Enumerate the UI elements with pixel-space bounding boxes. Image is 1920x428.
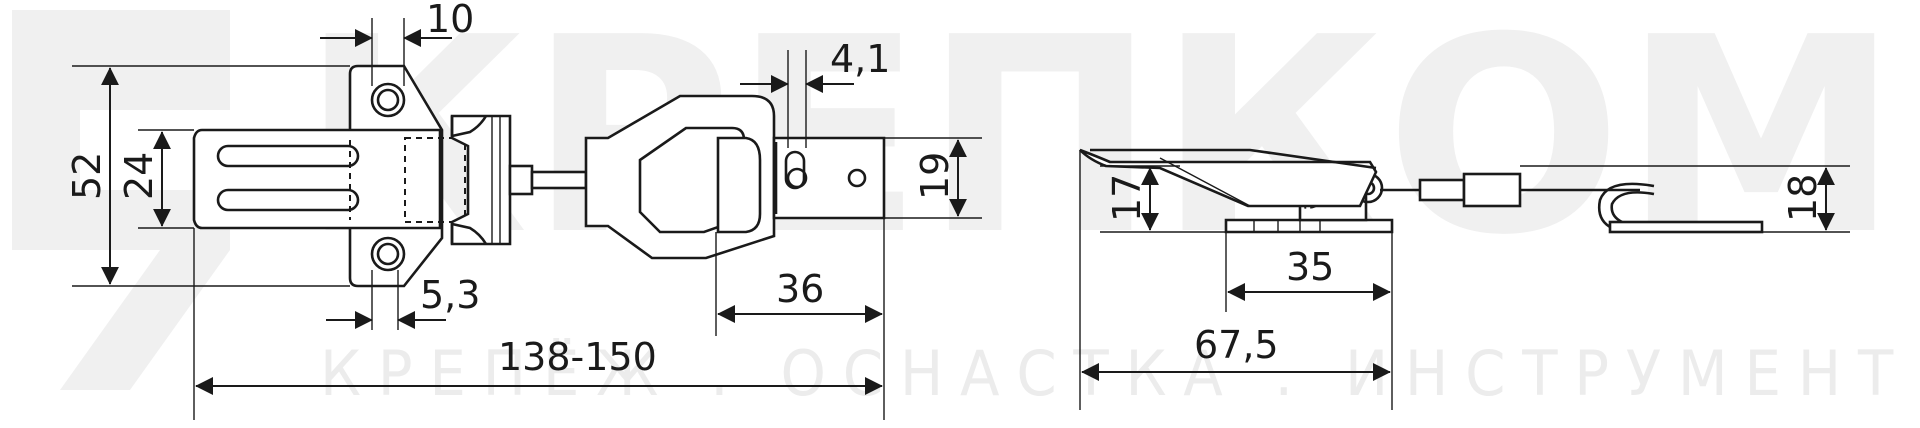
hinge-knuckle-bottom: [450, 222, 488, 245]
lever-slot-top: [216, 144, 360, 168]
dim-side-height: 17: [1105, 174, 1149, 222]
dim-side-hook-height: 18: [1781, 174, 1825, 222]
dim-hook-height: 19: [913, 152, 957, 200]
lever-slot-bottom: [216, 188, 360, 212]
hidden-hinge: [404, 137, 466, 223]
rod-nut: [508, 164, 534, 196]
mount-hole-bottom-inner: [376, 242, 400, 266]
dim-hole-diameter: 5,3: [420, 273, 480, 317]
dim-base-length: 35: [1286, 245, 1334, 289]
hinge-block: [450, 114, 512, 246]
dim-hook-length: 36: [776, 267, 824, 311]
mount-hole-top-inner: [376, 88, 400, 112]
catch-hole-2: [847, 168, 867, 188]
side-view: 17 18 35 67,5: [1079, 148, 1850, 410]
dim-hole-width: 10: [426, 0, 474, 41]
logo-mark-icon: [12, 10, 230, 390]
dim-body-height: 24: [117, 152, 161, 200]
mount-hole-top-outer: [370, 82, 406, 118]
side-catch-plate: [1608, 220, 1764, 234]
front-view: 10 52 24 5,3 4,1 19 36: [65, 0, 982, 420]
catch-hole-1: [786, 167, 808, 189]
lever-body: [192, 128, 442, 230]
side-buckle: [1462, 172, 1522, 208]
side-lever: [1079, 148, 1378, 208]
dim-slot-width: 4,1: [830, 37, 890, 81]
side-base-plate: [1224, 218, 1394, 234]
hinge-knuckle-top: [450, 115, 488, 138]
tension-rod: [530, 170, 588, 190]
dim-overall-height: 52: [65, 152, 109, 200]
side-hook: [1597, 182, 1660, 230]
mount-hole-bottom-outer: [370, 236, 406, 272]
catch-plate: [772, 136, 886, 220]
hook-clasp-inner: [638, 126, 746, 234]
side-rod-nut: [1418, 178, 1466, 202]
side-lever-top-edge: [1090, 148, 1377, 170]
dim-side-length: 67,5: [1194, 323, 1279, 367]
watermark-brand: КРЕПКОМ: [300, 0, 1900, 294]
watermark: КРЕПКОМ КРЕПЁЖ . ОСНАСТКА . ИНСТРУМЕНТ: [12, 0, 1900, 410]
hook-catch: [716, 136, 762, 234]
dim-overall-length: 138-150: [498, 335, 657, 379]
